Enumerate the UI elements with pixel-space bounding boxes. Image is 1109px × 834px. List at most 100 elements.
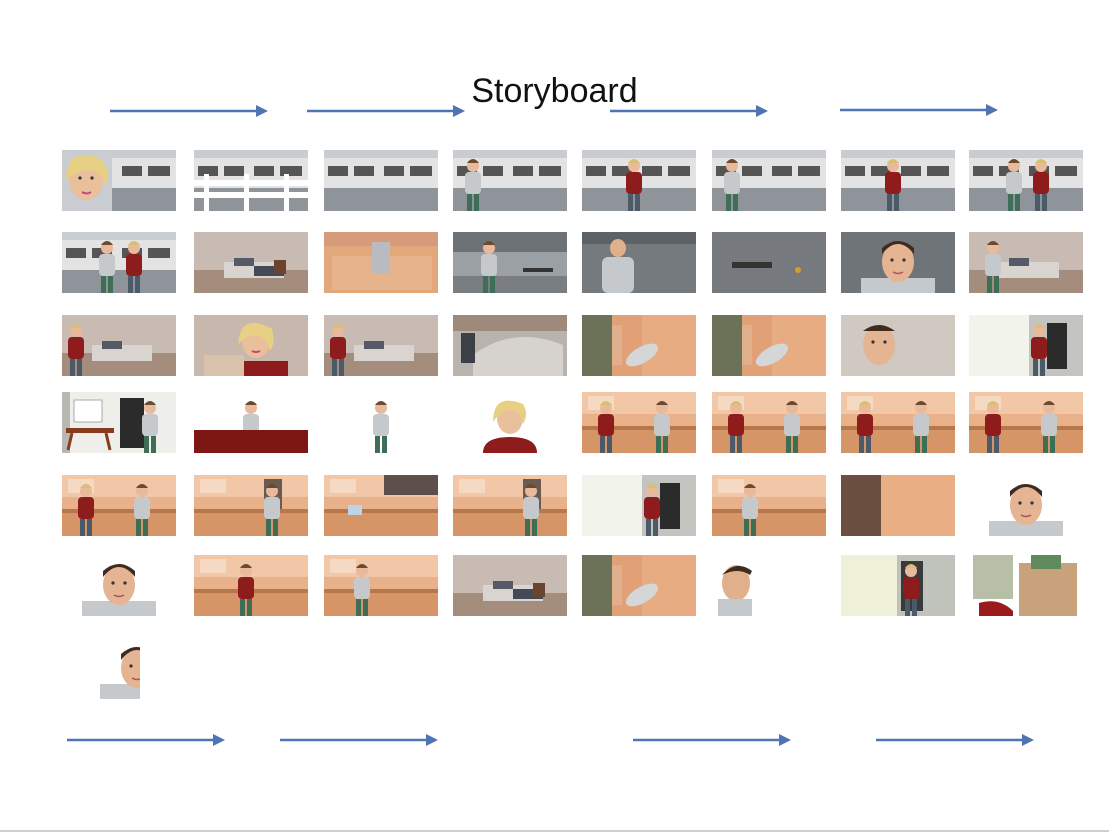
frame-illustration xyxy=(712,555,826,616)
storyboard-frame xyxy=(582,392,696,453)
frame-illustration xyxy=(841,232,955,293)
storyboard-frame xyxy=(712,392,826,453)
frame-illustration xyxy=(841,555,955,616)
frame-illustration xyxy=(453,392,567,453)
storyboard-frame xyxy=(841,555,955,616)
storyboard-frame xyxy=(453,392,567,453)
frame-illustration xyxy=(194,392,308,453)
storyboard-frame xyxy=(969,150,1083,211)
frame-illustration xyxy=(194,232,308,293)
storyboard-frame xyxy=(80,638,140,699)
storyboard-frame xyxy=(324,232,438,293)
storyboard-frame xyxy=(969,555,1083,616)
frame-illustration xyxy=(453,150,567,211)
frame-illustration xyxy=(194,315,308,376)
frame-illustration xyxy=(582,232,696,293)
frame-illustration xyxy=(453,555,567,616)
frame-illustration xyxy=(969,150,1083,211)
frame-illustration xyxy=(62,555,176,616)
storyboard-frame xyxy=(194,150,308,211)
arrow-right-icon xyxy=(307,105,465,117)
frame-illustration xyxy=(62,315,176,376)
storyboard-frame xyxy=(712,315,826,376)
storyboard-frame xyxy=(62,392,176,453)
slide-bottom-border xyxy=(0,830,1109,832)
frame-illustration xyxy=(841,315,955,376)
arrow-right-icon xyxy=(876,734,1034,746)
storyboard-frame xyxy=(582,555,696,616)
storyboard-frame xyxy=(841,315,955,376)
frame-illustration xyxy=(62,150,176,211)
storyboard-frame xyxy=(841,392,955,453)
storyboard-frame xyxy=(453,475,567,536)
frame-illustration xyxy=(969,392,1083,453)
frame-illustration xyxy=(324,392,438,453)
storyboard-frame xyxy=(712,150,826,211)
storyboard-frame xyxy=(969,392,1083,453)
storyboard-frame xyxy=(324,475,438,536)
storyboard-frame xyxy=(453,232,567,293)
frame-illustration xyxy=(324,475,438,536)
arrow-right-icon xyxy=(840,104,998,116)
storyboard-frame xyxy=(969,475,1083,536)
frame-illustration xyxy=(453,315,567,376)
frame-illustration xyxy=(841,392,955,453)
storyboard-frame xyxy=(62,555,176,616)
frame-illustration xyxy=(62,232,176,293)
frame-illustration xyxy=(841,475,955,536)
storyboard-frame xyxy=(969,315,1083,376)
storyboard-frame xyxy=(712,555,826,616)
frame-illustration xyxy=(324,315,438,376)
storyboard-frame xyxy=(194,232,308,293)
arrow-right-icon xyxy=(633,734,791,746)
storyboard-frame xyxy=(712,475,826,536)
storyboard-frame xyxy=(194,555,308,616)
storyboard-frame xyxy=(841,150,955,211)
storyboard-frame xyxy=(62,232,176,293)
storyboard-frame xyxy=(582,232,696,293)
frame-illustration xyxy=(62,475,176,536)
frame-illustration xyxy=(582,315,696,376)
frame-illustration xyxy=(582,555,696,616)
storyboard-frame xyxy=(582,315,696,376)
arrow-right-icon xyxy=(67,734,225,746)
frame-illustration xyxy=(712,315,826,376)
frame-illustration xyxy=(712,475,826,536)
frame-illustration xyxy=(582,150,696,211)
storyboard-frame xyxy=(453,315,567,376)
storyboard-frame xyxy=(969,232,1083,293)
frame-illustration xyxy=(194,150,308,211)
frame-illustration xyxy=(62,392,176,453)
storyboard-frame xyxy=(62,475,176,536)
frame-illustration xyxy=(969,475,1083,536)
storyboard-frame xyxy=(453,150,567,211)
arrow-right-icon xyxy=(280,734,438,746)
storyboard-frame xyxy=(62,315,176,376)
storyboard-frame xyxy=(582,150,696,211)
storyboard-frame xyxy=(582,475,696,536)
storyboard-frame xyxy=(194,475,308,536)
slide-title: Storyboard xyxy=(471,72,638,110)
storyboard-frame xyxy=(324,392,438,453)
frame-illustration xyxy=(324,150,438,211)
frame-illustration xyxy=(453,475,567,536)
storyboard-frame xyxy=(841,475,955,536)
frame-illustration xyxy=(582,475,696,536)
storyboard-frame xyxy=(324,555,438,616)
frame-illustration xyxy=(712,150,826,211)
storyboard-frame xyxy=(841,232,955,293)
frame-illustration xyxy=(582,392,696,453)
storyboard-frame xyxy=(62,150,176,211)
storyboard-frame xyxy=(194,315,308,376)
arrow-right-icon xyxy=(610,105,768,117)
storyboard-frame xyxy=(194,392,308,453)
frame-illustration xyxy=(194,475,308,536)
frame-illustration xyxy=(80,638,140,699)
storyboard-frame xyxy=(453,555,567,616)
frame-illustration xyxy=(969,315,1083,376)
frame-illustration xyxy=(712,392,826,453)
frame-illustration xyxy=(712,232,826,293)
storyboard-frame xyxy=(712,232,826,293)
storyboard-frame xyxy=(324,315,438,376)
storyboard-frame xyxy=(324,150,438,211)
